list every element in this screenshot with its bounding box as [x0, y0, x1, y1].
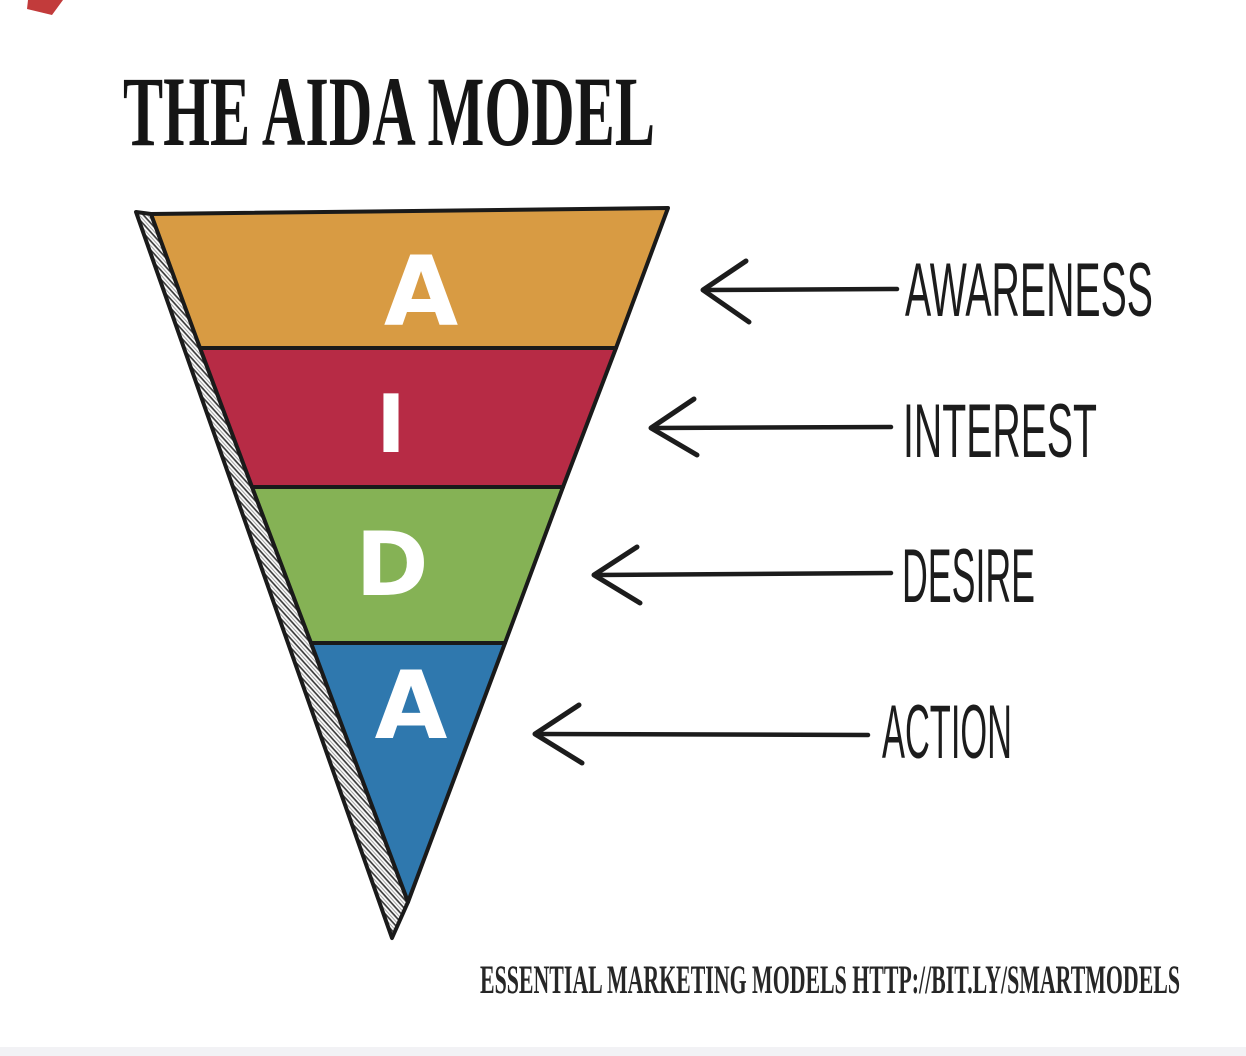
stage-letter-awareness: A	[384, 236, 458, 348]
page-title: THE AIDA MODEL	[123, 56, 655, 167]
arrow-action-icon	[532, 702, 871, 766]
caption: ESSENTIAL MARKETING MODELS HTTP://BIT.LY…	[480, 957, 1180, 1002]
stage-label-interest: INTEREST	[903, 389, 1097, 474]
arrow-interest-icon	[648, 396, 894, 458]
stage-label-desire: DESIRE	[902, 534, 1035, 619]
funnel-stage-interest	[198, 346, 618, 489]
aida-funnel: A I D A	[149, 206, 670, 904]
stage-label-awareness: AWARENESS	[905, 248, 1153, 333]
annotations: AWARENESS INTEREST DESIRE ACTION	[532, 248, 1153, 775]
stage-letter-desire: D	[355, 513, 428, 616]
bottom-edge-strip	[0, 1047, 1246, 1056]
arrow-awareness-icon	[700, 258, 900, 325]
corner-mark	[27, 0, 63, 15]
arrow-desire-icon	[591, 544, 894, 606]
stage-letter-action: A	[375, 652, 448, 761]
stage-letter-interest: I	[376, 378, 406, 471]
funnel-stage-action	[309, 641, 507, 904]
stage-label-action: ACTION	[882, 690, 1012, 775]
